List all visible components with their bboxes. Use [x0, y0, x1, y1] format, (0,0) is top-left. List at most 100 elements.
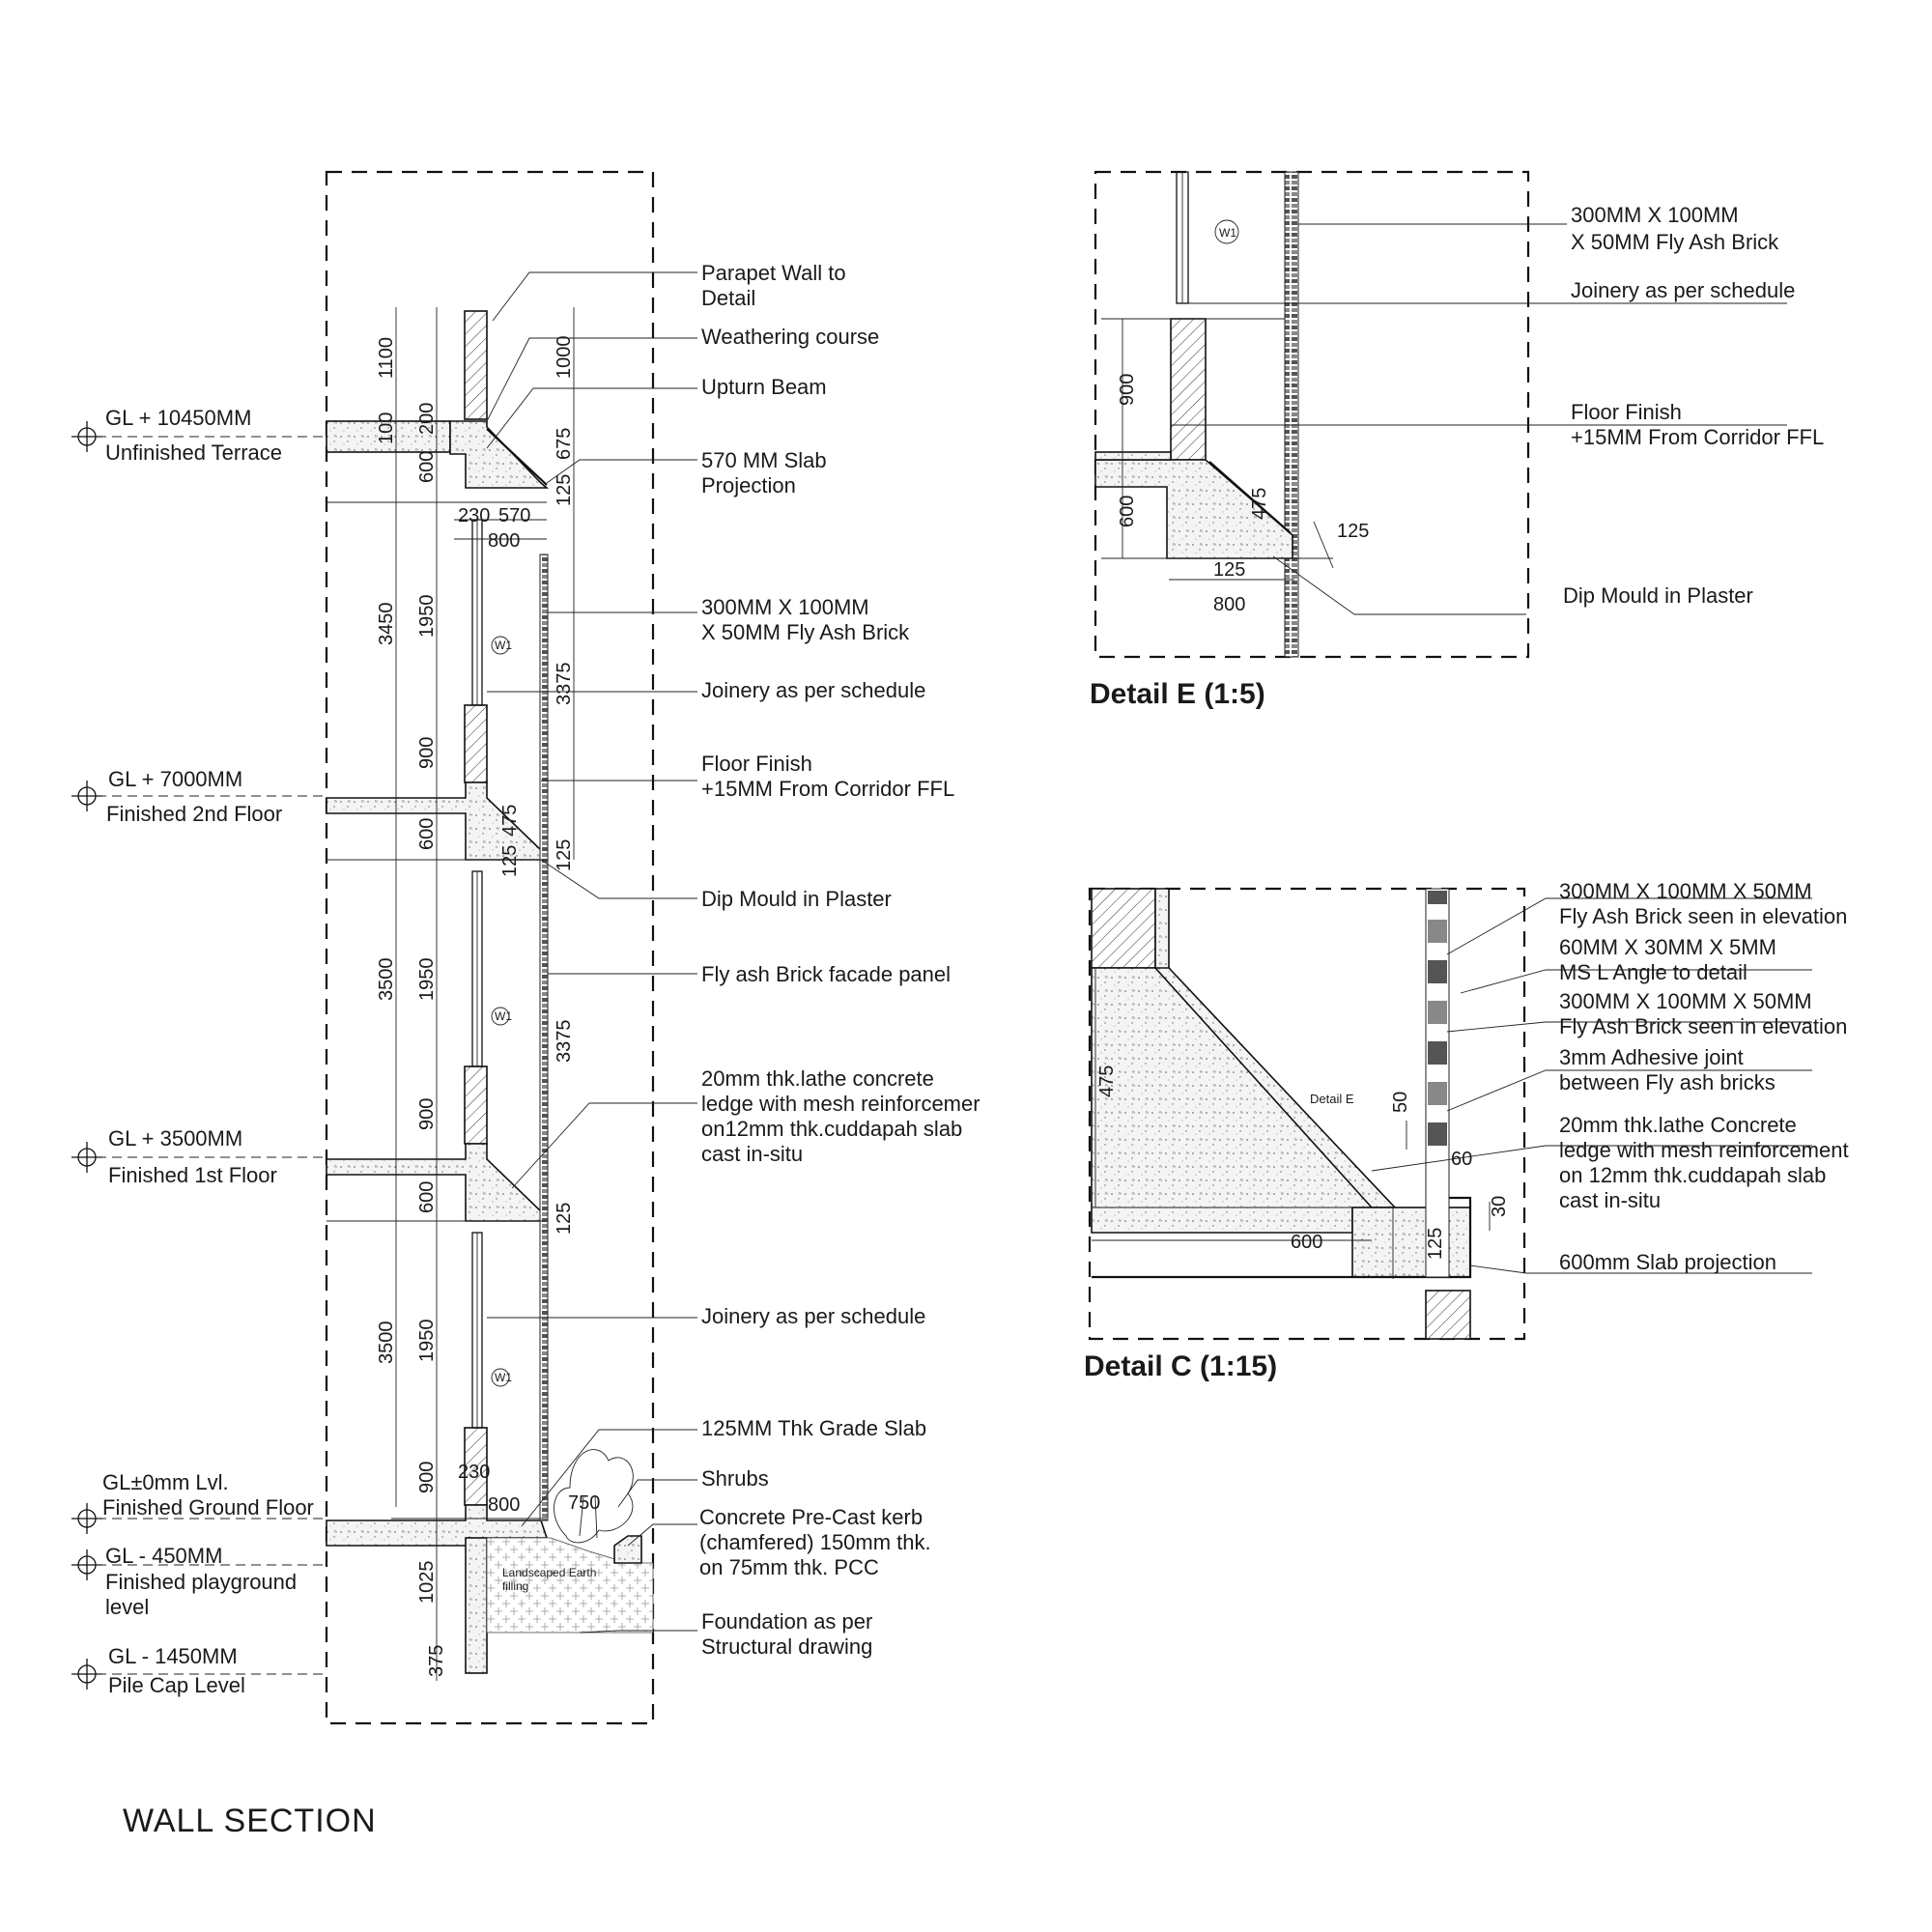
- dim-600: 600: [1117, 496, 1138, 527]
- level-name-2: level: [105, 1595, 149, 1619]
- note-floor-finish: Floor Finish: [1571, 400, 1682, 424]
- dim-125: 125: [554, 839, 575, 871]
- note-slab-projection: 570 MM Slab: [701, 448, 827, 472]
- kerb: [613, 1535, 642, 1564]
- level-name: Finished Ground Floor: [102, 1495, 314, 1520]
- dim-475: 475: [1249, 488, 1270, 520]
- dim-750: 750: [568, 1492, 600, 1514]
- weathering-course: [486, 428, 548, 486]
- dim-230: 230: [458, 505, 490, 526]
- level-value: GL + 10450MM: [105, 406, 251, 430]
- dim-1950: 1950: [416, 595, 438, 639]
- note-slab-projection: 600mm Slab projection: [1559, 1250, 1776, 1274]
- note-slab-projection-2: Projection: [701, 473, 796, 497]
- note-ledge-4: cast in-situ: [1559, 1188, 1661, 1212]
- level-value: GL + 7000MM: [108, 767, 242, 791]
- note-brick: 300MM X 100MM: [701, 595, 869, 619]
- fly-ash-brick-facade: [539, 554, 549, 1521]
- dim-125: 125: [1213, 559, 1245, 581]
- window-middle: W1: [471, 870, 512, 1067]
- terrace-slab: [326, 420, 451, 453]
- dim-125: 125: [554, 1203, 575, 1235]
- note-ledge: 20mm thk.lathe Concrete: [1559, 1113, 1797, 1137]
- note-brick-elev: 300MM X 100MM X 50MM: [1559, 879, 1812, 903]
- shrub-icon: [554, 1449, 634, 1544]
- detail-c-boundary: [1088, 887, 1526, 1341]
- dim-1100: 1100: [376, 337, 397, 379]
- note-weathering: Weathering course: [701, 325, 879, 349]
- dim-3500: 3500: [376, 1321, 397, 1365]
- dim-1950: 1950: [416, 1320, 438, 1363]
- dim-570: 570: [498, 505, 530, 526]
- note-shrubs: Shrubs: [701, 1466, 769, 1491]
- note-adhesive: 3mm Adhesive joint: [1559, 1045, 1744, 1069]
- level-marker-playground: GL - 450MM Finished playground level: [71, 1544, 327, 1619]
- dim-600: 600: [416, 1181, 438, 1213]
- section-title: WALL SECTION: [123, 1803, 377, 1839]
- earth-label-2: filling: [502, 1579, 528, 1593]
- dim-475: 475: [1096, 1065, 1118, 1097]
- dim-900: 900: [1117, 374, 1138, 406]
- dim-30: 30: [1489, 1196, 1510, 1217]
- dim-475: 475: [499, 805, 521, 837]
- level-marker-terrace: GL + 10450MM Unfinished Terrace: [71, 406, 327, 465]
- level-marker-pile-cap: GL - 1450MM Pile Cap Level: [71, 1644, 327, 1697]
- upturn-beam-1: [464, 1065, 488, 1145]
- note-ledge-2: ledge with mesh reinforcemer: [701, 1092, 980, 1116]
- level-value: GL - 450MM: [105, 1544, 222, 1568]
- floor-finish: [1094, 451, 1172, 461]
- level-name: Finished 2nd Floor: [106, 802, 282, 826]
- dim-1000: 1000: [554, 336, 575, 380]
- dim-1025: 1025: [416, 1561, 438, 1605]
- detail-e-ref: Detail E: [1310, 1092, 1354, 1106]
- note-joinery: Joinery as per schedule: [1571, 278, 1795, 302]
- window-tag: W1: [495, 1371, 512, 1384]
- detail-c: 475 50 60 30 600 125 Detail E 300MM X 10…: [1084, 879, 1849, 1382]
- foundation-column: [465, 1537, 488, 1674]
- detail-e: W1 900 600 475 125 125 800 300MM X 100MM…: [1090, 170, 1824, 710]
- dim-900: 900: [416, 1462, 438, 1493]
- note-floor-finish-2: +15MM From Corridor FFL: [701, 777, 954, 801]
- level-name: Finished 1st Floor: [108, 1163, 277, 1187]
- level-name: Unfinished Terrace: [105, 440, 282, 465]
- dim-3500: 3500: [376, 958, 397, 1002]
- dip-mould: [1208, 461, 1292, 534]
- note-kerb-2: (chamfered) 150mm thk.: [699, 1530, 931, 1554]
- note-ledge-2: ledge with mesh reinforcement: [1559, 1138, 1849, 1162]
- window-tag: W1: [1219, 226, 1236, 240]
- brick-column: [1284, 171, 1299, 658]
- level-name: Pile Cap Level: [108, 1673, 245, 1697]
- dim-125: 125: [499, 845, 521, 877]
- dim-125: 125: [554, 474, 575, 506]
- level-value: GL + 3500MM: [108, 1126, 242, 1151]
- upturn-beam: [1091, 888, 1156, 969]
- joinery-frame: W1: [1176, 171, 1239, 304]
- note-adhesive-2: between Fly ash bricks: [1559, 1070, 1776, 1094]
- note-brick-elev-2: Fly Ash Brick seen in elevation: [1559, 904, 1847, 928]
- section-notes: Parapet Wall to Detail Weathering course…: [699, 261, 980, 1659]
- dim-60: 60: [1451, 1149, 1472, 1170]
- dim-3375: 3375: [554, 663, 575, 706]
- dim-600: 600: [416, 451, 438, 483]
- note-kerb-3: on 75mm thk. PCC: [699, 1555, 879, 1579]
- dim-800: 800: [488, 1494, 520, 1516]
- note-brick-elev-b: 300MM X 100MM X 50MM: [1559, 989, 1812, 1013]
- note-kerb: Concrete Pre-Cast kerb: [699, 1505, 923, 1529]
- note-floor-finish: Floor Finish: [701, 752, 812, 776]
- dim-800: 800: [488, 530, 520, 552]
- dim-375: 375: [426, 1645, 447, 1677]
- note-dip-mould: Dip Mould in Plaster: [701, 887, 892, 911]
- dim-900: 900: [416, 737, 438, 769]
- parapet-wall: [464, 310, 488, 420]
- note-brick-2: X 50MM Fly Ash Brick: [1571, 230, 1779, 254]
- note-facade-panel: Fly ash Brick facade panel: [701, 962, 951, 986]
- dim-800: 800: [1213, 594, 1245, 615]
- note-angle-2: MS L Angle to detail: [1559, 960, 1747, 984]
- dim-675: 675: [554, 428, 575, 460]
- detail-c-dimensions: [1092, 968, 1491, 1279]
- terrace-beam: [449, 420, 550, 489]
- note-floor-finish-2: +15MM From Corridor FFL: [1571, 425, 1824, 449]
- window-lower: W1: [471, 1232, 512, 1429]
- note-angle: 60MM X 30MM X 5MM: [1559, 935, 1776, 959]
